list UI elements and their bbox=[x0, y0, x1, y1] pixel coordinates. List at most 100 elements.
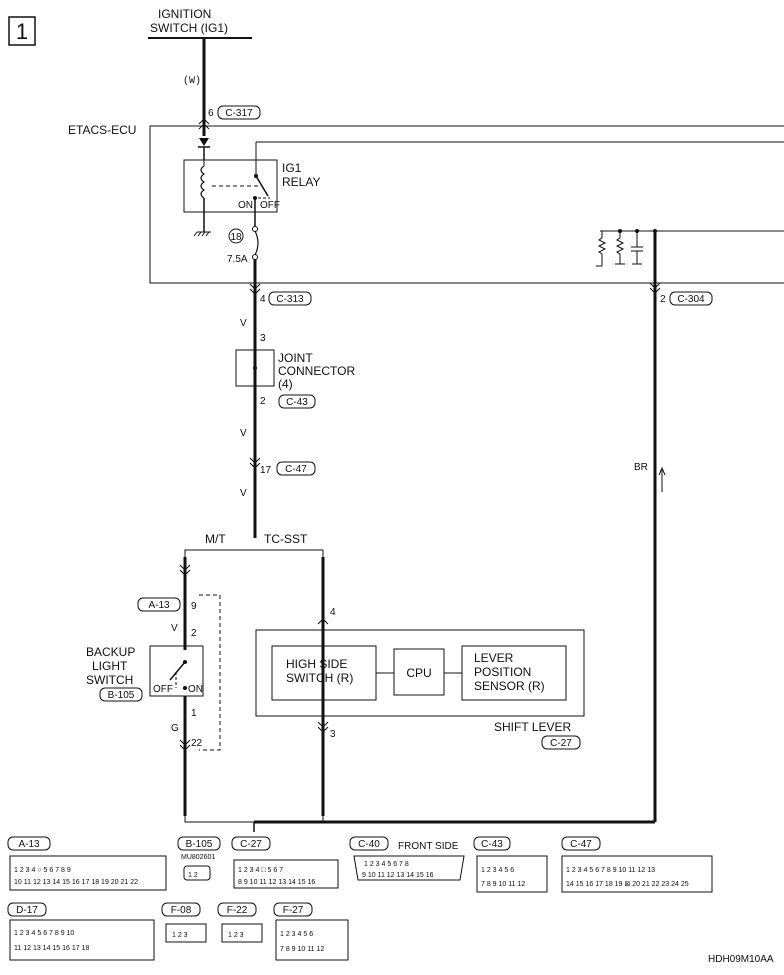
branch-bracket bbox=[184, 549, 324, 557]
connector-view-c47: C-47 1 2 3 4 5 6 7 8 9 10 11 12 13 14 15… bbox=[561, 836, 713, 893]
svg-text:F-08: F-08 bbox=[171, 905, 192, 916]
wire-color-br: BR bbox=[634, 462, 648, 473]
high-side-switch-label-2: SWITCH (R) bbox=[286, 671, 353, 685]
backup-switch-label-3: SWITCH bbox=[86, 673, 133, 687]
joint-connector-box bbox=[235, 349, 275, 387]
pin-2-c304: 2 bbox=[660, 294, 666, 305]
svg-text:10 11 12 13 14 15 16 17 18 19: 10 11 12 13 14 15 16 17 18 19 20 21 22 bbox=[14, 879, 138, 886]
connector-c27: C-27 bbox=[550, 738, 572, 749]
cpu-label: CPU bbox=[406, 666, 431, 680]
svg-text:1 2 3 4 5 6 7 8 9 10 11 12 13: 1 2 3 4 5 6 7 8 9 10 11 12 13 bbox=[566, 867, 655, 874]
ig1-relay-label-2: RELAY bbox=[282, 175, 320, 189]
backup-on-label: ON bbox=[188, 684, 203, 695]
shift-lever-label: SHIFT LEVER bbox=[494, 720, 571, 734]
connector-tag-c317 bbox=[217, 105, 261, 120]
signal-direction-arrow-icon bbox=[658, 466, 666, 476]
connector-c317: C-317 bbox=[225, 108, 253, 119]
pin-6: 6 bbox=[208, 108, 214, 119]
pin-22: 22 bbox=[191, 738, 203, 749]
svg-text:14 15 16 17 18 19 ⊠ 20 21 22 2: 14 15 16 17 18 19 ⊠ 20 21 22 23 24 25 bbox=[566, 881, 689, 888]
cpu-box bbox=[393, 648, 445, 696]
svg-text:F-22: F-22 bbox=[227, 905, 248, 916]
connector-view-f22: F-22 1 2 3 bbox=[217, 902, 263, 943]
pin-3: 3 bbox=[260, 333, 266, 344]
joint-connector-label-1: JOINT bbox=[278, 351, 313, 365]
lps-label-3: SENSOR (R) bbox=[474, 679, 545, 693]
high-side-switch-label-1: HIGH SIDE bbox=[286, 657, 347, 671]
pin-1: 1 bbox=[191, 708, 197, 719]
svg-text:9 10 11 12 13 14 15 16: 9 10 11 12 13 14 15 16 bbox=[362, 872, 434, 879]
ignition-switch-label-1: IGNITION bbox=[158, 7, 211, 21]
ig1-relay-label-1: IG1 bbox=[282, 161, 302, 175]
svg-text:D-17: D-17 bbox=[16, 905, 38, 916]
svg-text:1 2 3 4 ○ 5 6 7 8 9: 1 2 3 4 ○ 5 6 7 8 9 bbox=[14, 867, 71, 874]
relay-coil-icon bbox=[200, 165, 206, 199]
connector-b105: B-105 bbox=[108, 690, 135, 701]
joint-connector-label-2: CONNECTOR bbox=[278, 364, 355, 378]
svg-text:FRONT SIDE: FRONT SIDE bbox=[398, 841, 459, 852]
svg-text:A-13: A-13 bbox=[18, 839, 40, 850]
svg-text:MU802601: MU802601 bbox=[181, 854, 215, 861]
connector-view-c40: C-40 FRONT SIDE 1 2 3 4 5 6 7 8 9 10 11 … bbox=[349, 836, 465, 881]
wire-color-g: G bbox=[171, 723, 179, 734]
connector-view-d17: D-17 1 2 3 4 5 6 7 8 9 10 11 12 13 14 15… bbox=[7, 902, 155, 961]
connector-c47: C-47 bbox=[285, 464, 307, 475]
page-number: 1 bbox=[16, 19, 28, 44]
fuse-rating: 7.5A bbox=[227, 254, 248, 265]
shift-lever-box bbox=[255, 629, 585, 717]
svg-text:C-27: C-27 bbox=[240, 839, 262, 850]
connector-c313: C-313 bbox=[276, 294, 304, 305]
ig1-relay-box bbox=[183, 159, 278, 213]
backup-switch-box bbox=[149, 645, 204, 697]
etacs-ecu-label: ETACS-ECU bbox=[68, 123, 136, 137]
relay-contact-icon bbox=[255, 175, 269, 197]
pin-17: 17 bbox=[260, 465, 272, 476]
relay-on-label: ON bbox=[238, 200, 253, 211]
svg-text:1 2 3 4 5 6 7 8: 1 2 3 4 5 6 7 8 bbox=[364, 861, 409, 868]
svg-text:1 2 3 4 5 6 7 8 9 10: 1 2 3 4 5 6 7 8 9 10 bbox=[14, 930, 74, 937]
wire-color-v-3: V bbox=[240, 488, 247, 499]
pin-9: 9 bbox=[191, 601, 197, 612]
svg-text:1 2: 1 2 bbox=[188, 872, 198, 879]
svg-text:C-40: C-40 bbox=[358, 839, 380, 850]
svg-text:1 2 3: 1 2 3 bbox=[228, 932, 244, 939]
pin-4-shift: 4 bbox=[330, 607, 336, 618]
relay-off-label: OFF bbox=[260, 200, 280, 211]
svg-text:7 8 9 10 11 12: 7 8 9 10 11 12 bbox=[481, 881, 525, 888]
svg-text:8 9 10 11 12 13 14 15 16: 8 9 10 11 12 13 14 15 16 bbox=[238, 879, 315, 886]
connector-view-a13: A-13 1 2 3 4 ○ 5 6 7 8 9 10 11 12 13 14 … bbox=[7, 836, 167, 891]
input-resistor-network-icon bbox=[596, 231, 643, 267]
branch-tcsst: TC-SST bbox=[264, 532, 308, 546]
lever-position-sensor-box bbox=[461, 645, 567, 701]
etacs-ecu-box bbox=[149, 125, 784, 284]
fuse-number: 18 bbox=[230, 232, 242, 243]
ground-icon bbox=[193, 231, 211, 237]
connector-view-c27: C-27 1 2 3 4 □ 5 6 7 8 9 10 11 12 13 14 … bbox=[231, 836, 339, 889]
svg-text:C-43: C-43 bbox=[481, 839, 503, 850]
connector-c43: C-43 bbox=[286, 397, 308, 408]
drawing-code: HDH09M10AA bbox=[708, 954, 774, 965]
lps-label-1: LEVER bbox=[474, 651, 514, 665]
pin-2-switch: 2 bbox=[191, 628, 197, 639]
wire-color-v-1: V bbox=[240, 318, 247, 329]
svg-text:1 2 3: 1 2 3 bbox=[172, 932, 188, 939]
switch-contact-icon bbox=[169, 661, 186, 681]
page-number-box bbox=[8, 16, 36, 46]
connector-a13: A-13 bbox=[148, 600, 170, 611]
diode-icon bbox=[199, 138, 209, 146]
svg-text:C-47: C-47 bbox=[570, 839, 592, 850]
connector-view-b105: B-105 MU802601 1 2 bbox=[177, 836, 221, 881]
svg-text:7 8 9 10 11 12: 7 8 9 10 11 12 bbox=[280, 946, 324, 953]
svg-text:1 2 3 4 5 6: 1 2 3 4 5 6 bbox=[481, 867, 514, 874]
ignition-switch-label-2: SWITCH (IG1) bbox=[150, 21, 228, 35]
fuse-number-badge bbox=[228, 228, 244, 244]
connector-c304: C-304 bbox=[677, 294, 705, 305]
backup-switch-label-1: BACKUP bbox=[86, 645, 135, 659]
joint-connector-label-3: (4) bbox=[278, 377, 293, 391]
connector-view-c43: C-43 1 2 3 4 5 6 7 8 9 10 11 12 bbox=[473, 836, 548, 893]
pin-2-c43: 2 bbox=[260, 396, 266, 407]
backup-switch-label-2: LIGHT bbox=[92, 659, 128, 673]
connector-view-f27: F-27 1 2 3 4 5 6 7 8 9 10 11 12 bbox=[273, 902, 349, 961]
pin-4: 4 bbox=[260, 294, 266, 305]
